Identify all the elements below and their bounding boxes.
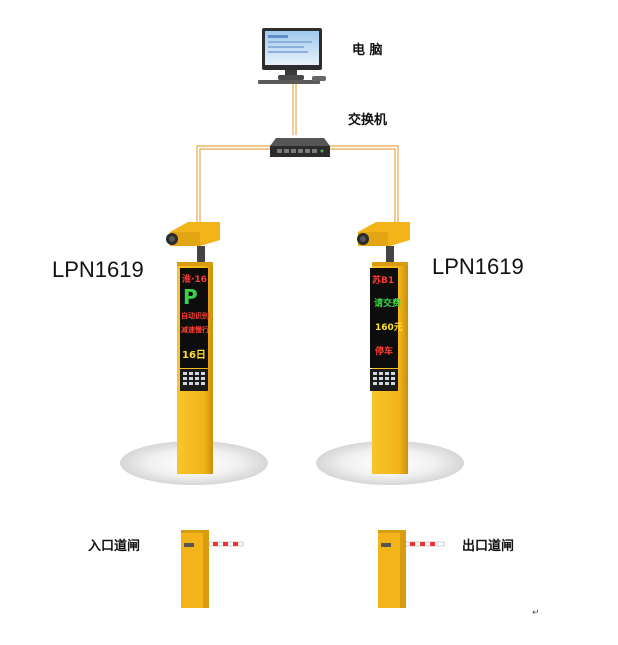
barrier-gate-entrance bbox=[181, 530, 244, 608]
gate-arm-entrance bbox=[208, 541, 244, 547]
led-big-left: P bbox=[183, 285, 198, 309]
barrier-gate-exit bbox=[378, 530, 445, 608]
led-display-left: 淮·16 P 自动识别 减速慢行 16日 bbox=[181, 273, 209, 361]
camera-post-right bbox=[357, 222, 410, 474]
led-line-left-2: 减速慢行 bbox=[181, 325, 209, 334]
led-display-right: 苏B1 请交费 160元 停车 bbox=[372, 274, 403, 357]
led-top-left: 淮·16 bbox=[182, 273, 207, 285]
switch-icon bbox=[270, 138, 330, 157]
entrance-gate-label: 入口道闸 bbox=[88, 539, 141, 554]
led-line-left-1: 自动识别 bbox=[181, 311, 209, 320]
computer-label: 电 脑 bbox=[352, 43, 383, 58]
camera-post-left bbox=[166, 222, 220, 474]
gate-arm-exit bbox=[405, 541, 445, 547]
switch-label: 交换机 bbox=[348, 113, 388, 128]
led-line-right-3: 停车 bbox=[375, 345, 393, 357]
led-line-right-2: 160元 bbox=[375, 322, 403, 333]
return-mark: ↵ bbox=[532, 608, 540, 618]
led-bottom-left: 16日 bbox=[182, 349, 206, 361]
exit-gate-label: 出口道闸 bbox=[462, 539, 515, 554]
camera-model-right: LPN1619 bbox=[432, 254, 524, 279]
camera-model-left: LPN1619 bbox=[52, 257, 144, 282]
led-line-right-1: 请交费 bbox=[374, 297, 401, 309]
computer-icon bbox=[258, 28, 326, 84]
network-cables bbox=[196, 80, 399, 235]
led-top-right: 苏B1 bbox=[372, 274, 394, 286]
